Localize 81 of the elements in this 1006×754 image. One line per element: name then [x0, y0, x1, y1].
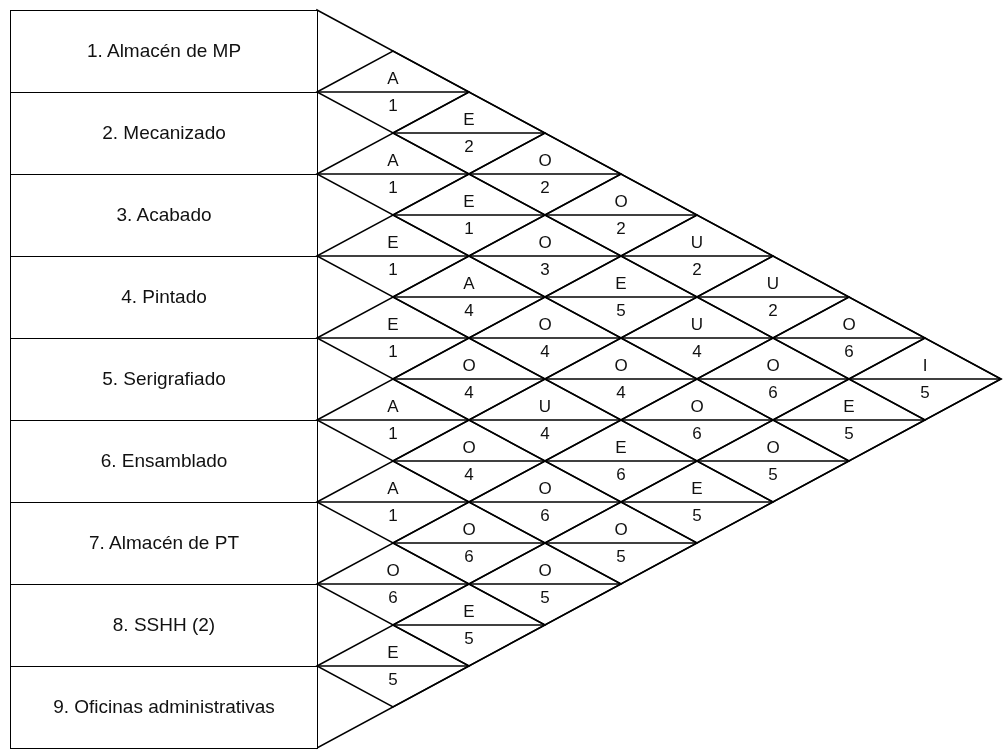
reason-code: 4	[464, 384, 474, 401]
relationship-code: E	[615, 275, 627, 292]
department-box: 9. Oficinas administrativas	[10, 666, 318, 749]
relationship-code: O	[462, 357, 476, 374]
reason-code: 2	[768, 302, 778, 319]
reason-code: 6	[464, 548, 474, 565]
reason-code: 5	[692, 507, 702, 524]
relationship-code: O	[614, 521, 628, 538]
department-box: 1. Almacén de MP	[10, 10, 318, 93]
reason-code: 5	[920, 384, 930, 401]
relationship-code: O	[766, 357, 780, 374]
relationship-code: O	[538, 316, 552, 333]
reason-code: 4	[540, 343, 550, 360]
reason-code: 1	[388, 425, 398, 442]
reason-code: 5	[464, 630, 474, 647]
reason-code: 4	[464, 466, 474, 483]
reason-code: 6	[692, 425, 702, 442]
department-box: 3. Acabado	[10, 174, 318, 257]
reason-code: 5	[616, 302, 626, 319]
relationship-code: O	[462, 521, 476, 538]
reason-code: 6	[616, 466, 626, 483]
reason-code: 4	[616, 384, 626, 401]
relationship-code: E	[387, 234, 399, 251]
relationship-code: O	[614, 357, 628, 374]
reason-code: 4	[540, 425, 550, 442]
reason-code: 2	[692, 261, 702, 278]
relationship-code: O	[538, 234, 552, 251]
relationship-code: E	[615, 439, 627, 456]
reason-code: 4	[692, 343, 702, 360]
relationship-code: U	[538, 398, 552, 415]
reason-code: 2	[540, 179, 550, 196]
relationship-code: E	[691, 480, 703, 497]
relationship-code: O	[842, 316, 856, 333]
relationship-code: U	[766, 275, 780, 292]
relationship-code: U	[690, 316, 704, 333]
reason-code: 6	[768, 384, 778, 401]
relationship-code: O	[614, 193, 628, 210]
relationship-code: A	[387, 480, 399, 497]
relationship-code: A	[387, 398, 399, 415]
relationship-code: A	[387, 70, 399, 87]
reason-code: 5	[616, 548, 626, 565]
relationship-code: O	[690, 398, 704, 415]
department-box: 8. SSHH (2)	[10, 584, 318, 667]
relationship-code: E	[463, 111, 475, 128]
relationship-code: E	[463, 603, 475, 620]
department-box: 6. Ensamblado	[10, 420, 318, 503]
relationship-code: A	[387, 152, 399, 169]
department-box: 7. Almacén de PT	[10, 502, 318, 585]
reason-code: 1	[388, 343, 398, 360]
relationship-code: O	[386, 562, 400, 579]
relationship-code: I	[922, 357, 928, 374]
reason-code: 6	[388, 589, 398, 606]
reason-code: 2	[616, 220, 626, 237]
relationship-code: O	[538, 480, 552, 497]
department-box: 2. Mecanizado	[10, 92, 318, 175]
relationship-code: O	[538, 152, 552, 169]
reason-code: 5	[540, 589, 550, 606]
reason-code: 1	[388, 179, 398, 196]
reason-code: 1	[388, 507, 398, 524]
reason-code: 5	[388, 671, 398, 688]
department-box: 4. Pintado	[10, 256, 318, 339]
relationship-code: E	[843, 398, 855, 415]
relationship-code: O	[538, 562, 552, 579]
relationship-code: O	[462, 439, 476, 456]
reason-code: 1	[464, 220, 474, 237]
relationship-code: A	[463, 275, 475, 292]
reason-code: 6	[540, 507, 550, 524]
reason-code: 1	[388, 261, 398, 278]
reason-code: 3	[540, 261, 550, 278]
department-box: 5. Serigrafiado	[10, 338, 318, 421]
reason-code: 1	[388, 97, 398, 114]
reason-code: 4	[464, 302, 474, 319]
relationship-code: E	[463, 193, 475, 210]
reason-code: 2	[464, 138, 474, 155]
relationship-code: U	[690, 234, 704, 251]
reason-code: 6	[844, 343, 854, 360]
relationship-code: O	[766, 439, 780, 456]
reason-code: 5	[844, 425, 854, 442]
relationship-code: E	[387, 316, 399, 333]
relationship-code: E	[387, 644, 399, 661]
reason-code: 5	[768, 466, 778, 483]
